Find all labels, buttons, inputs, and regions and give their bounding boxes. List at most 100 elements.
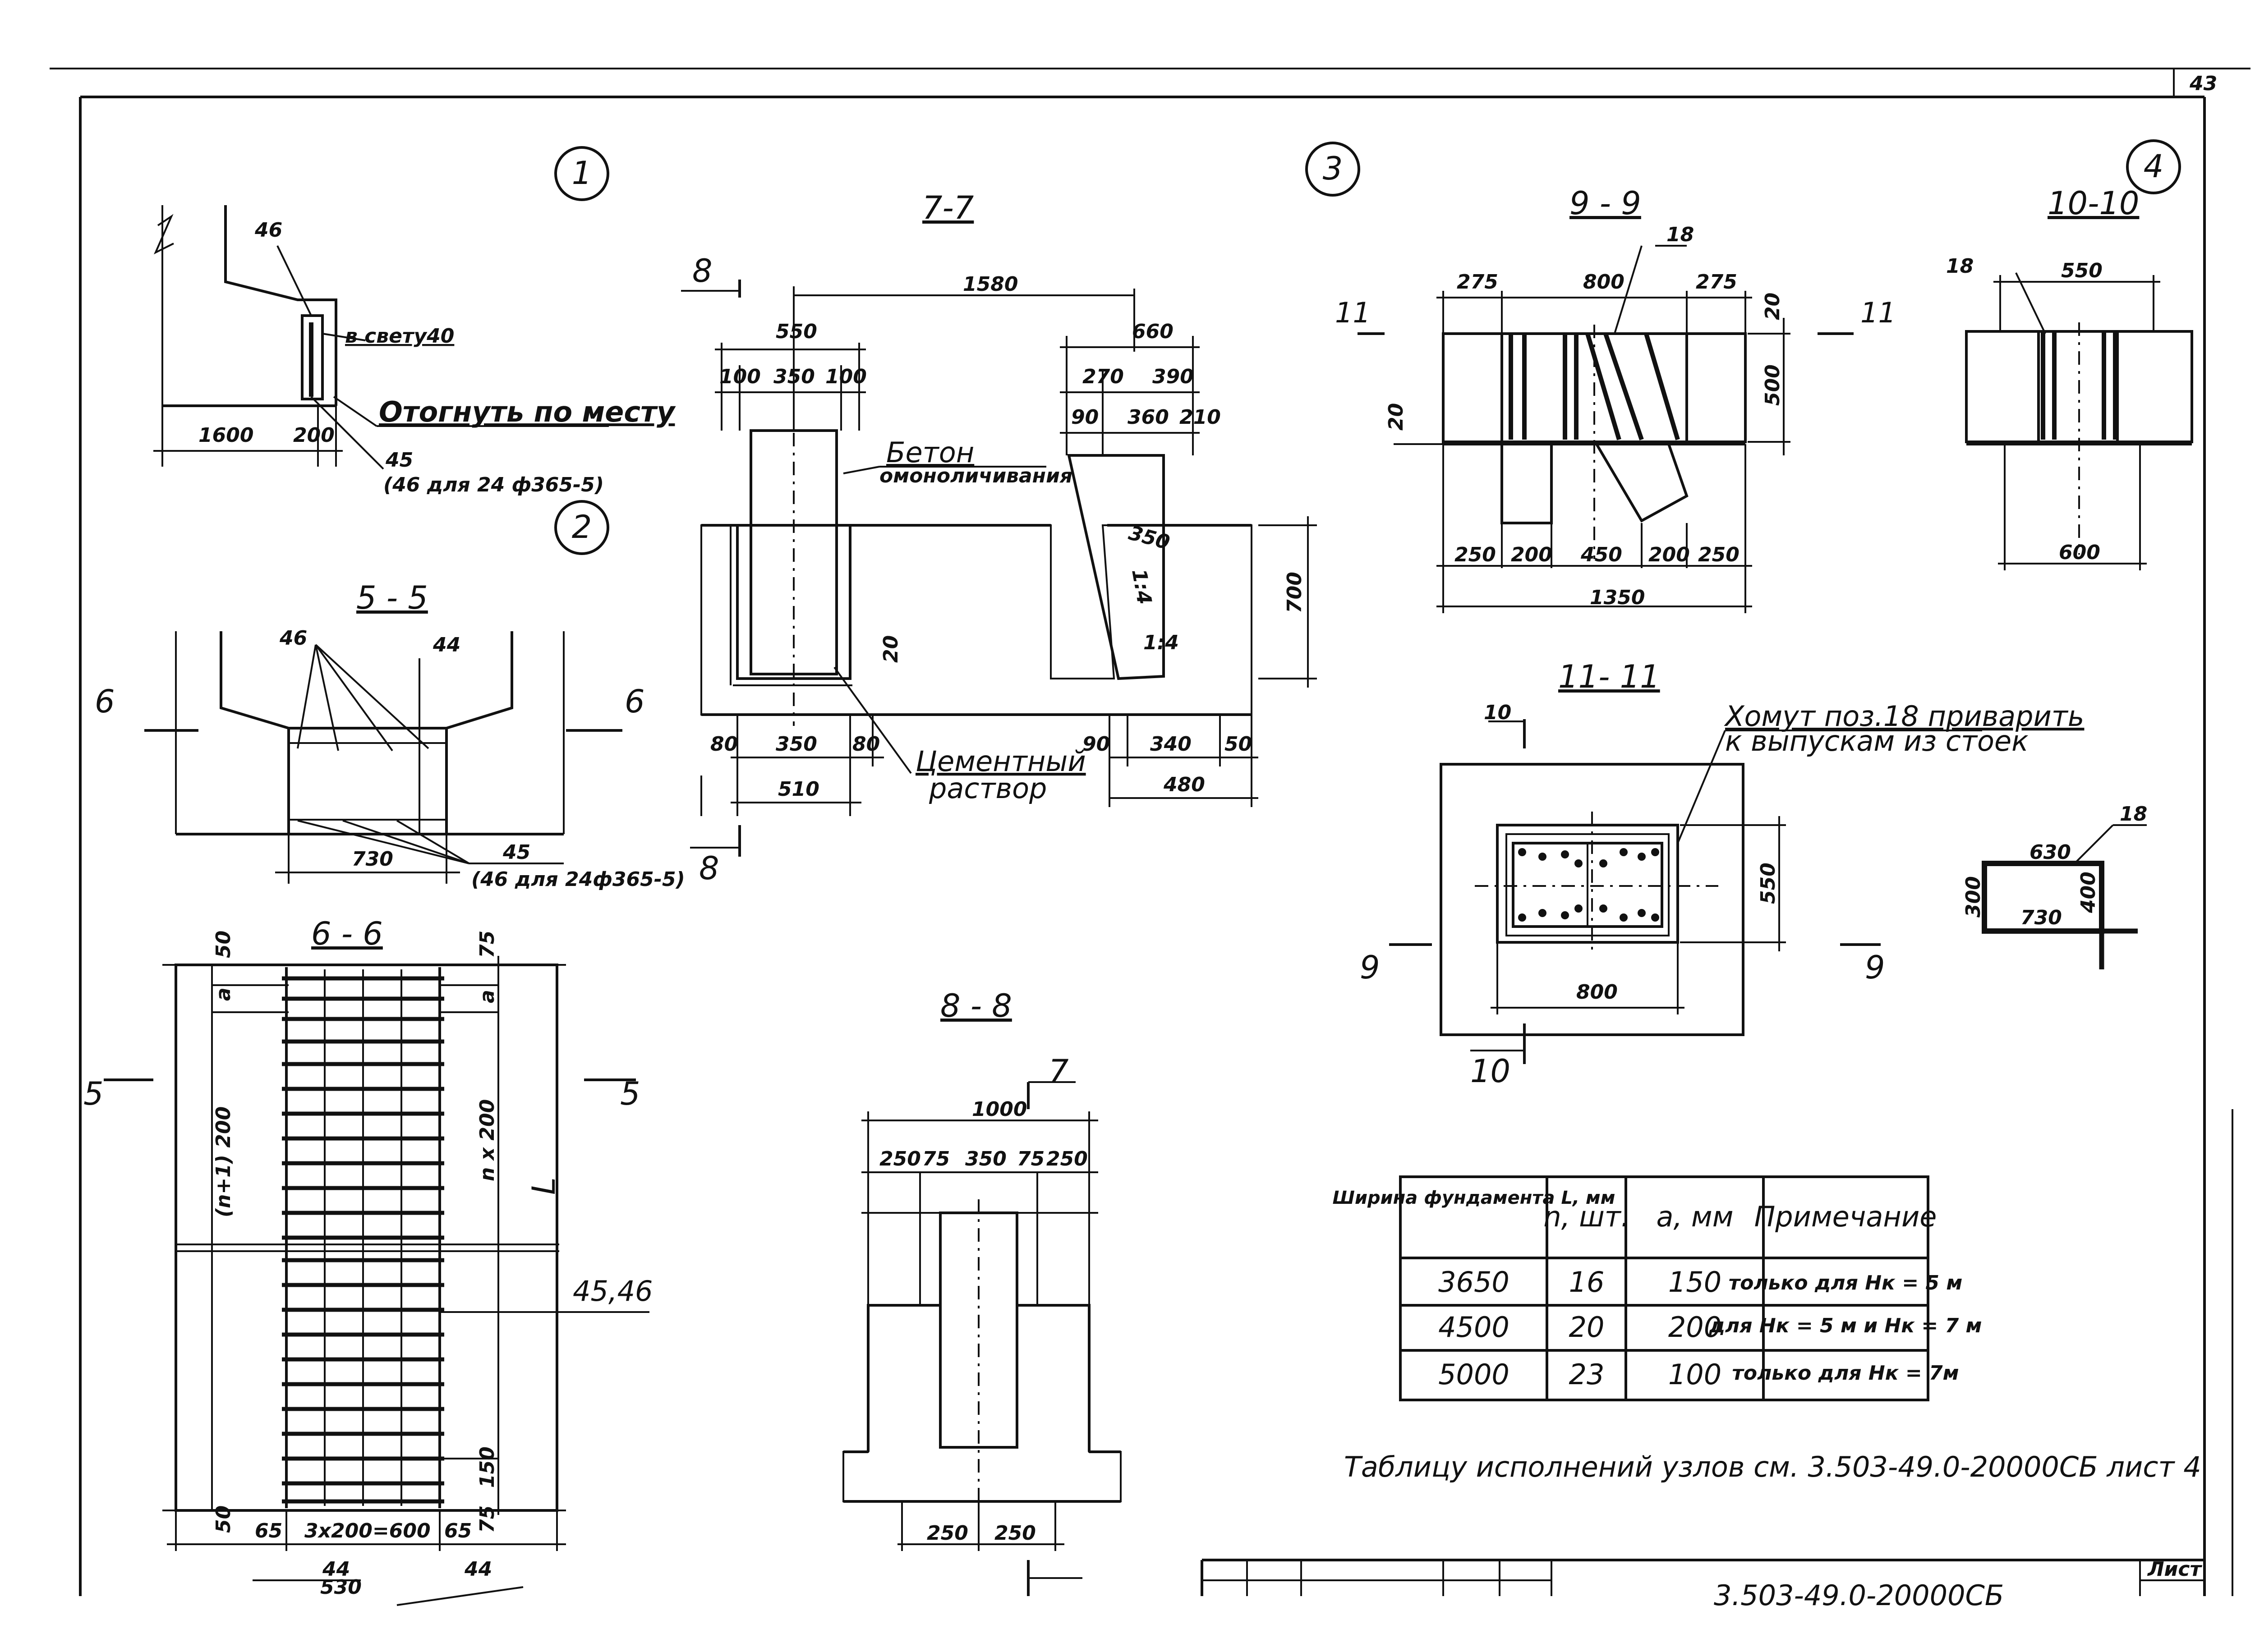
title-block-code: 3.503-49.0-20000СБ xyxy=(1714,1579,2004,1612)
section-6-6-mark-44-right: 44 xyxy=(464,1558,492,1581)
section-6-6-dim-n1-200: (n+1) 200 xyxy=(212,1106,235,1217)
section-8-8-dim-75-right: 75 xyxy=(1017,1147,1045,1170)
stud-dot xyxy=(1574,859,1583,867)
section-6-6-dim-50-bottom: 50 xyxy=(212,1505,235,1533)
table-row-2-width: 4500 xyxy=(1438,1311,1509,1344)
section-7-7-cut-bottom: 8 xyxy=(699,850,719,887)
section-6-6-cut-left: 5 xyxy=(83,1075,104,1112)
section-9-9-bottom-250-right: 250 xyxy=(1698,543,1740,566)
stud-dot xyxy=(1538,909,1546,917)
section-7-7-dim-660: 660 xyxy=(1132,320,1174,343)
section-11-11-cut-bottom: 10 xyxy=(1470,1053,1510,1090)
section-7-7-dim-80-right: 80 xyxy=(852,733,880,756)
stud-dots xyxy=(1518,848,1659,922)
stud-dot xyxy=(1574,904,1583,913)
section-7-7-dim-1580: 1580 xyxy=(963,273,1018,296)
section-6-6-dim-75-bottom: 75 xyxy=(476,1505,499,1533)
section-9-9-dim-275-left: 275 xyxy=(1457,271,1498,294)
section-7-7-dim-340: 340 xyxy=(1150,733,1192,756)
section-5-5-mark-44: 44 xyxy=(433,633,460,656)
section-7-7-dim-90-bottom: 90 xyxy=(1082,733,1110,756)
section-5-5-drawing xyxy=(144,631,622,884)
section-6-6-dim-50-top: 50 xyxy=(212,931,235,958)
section-10-10-dim-600: 600 xyxy=(2059,541,2100,564)
section-10-10-drawing xyxy=(1965,272,2193,570)
section-11-11-dim-800: 800 xyxy=(1576,981,1618,1004)
section-6-6-mark-44-left: 44 xyxy=(322,1558,350,1581)
table-row-3-width: 5000 xyxy=(1438,1358,1509,1391)
section-6-6-dim-n-200: n x 200 xyxy=(476,1099,499,1181)
section-7-7-concrete-label-2: омоноличивания xyxy=(879,464,1072,487)
node-marker-4-label: 4 xyxy=(2144,148,2164,185)
stud-dot xyxy=(1518,913,1526,922)
table-header-a: a, мм xyxy=(1657,1200,1734,1233)
section-7-7-dim-360: 360 xyxy=(1128,406,1169,429)
section-6-6-dim-150: 150 xyxy=(476,1446,499,1488)
stud-dot xyxy=(1638,909,1646,917)
node1-clear-gap: в свету40 xyxy=(345,325,454,348)
section-6-6-dim-65-right: 65 xyxy=(444,1519,472,1542)
section-8-8-dim-350: 350 xyxy=(965,1147,1007,1170)
section-7-7-dim-100a: 100 xyxy=(719,365,761,388)
section-6-6-dim-3x200: 3x200=600 xyxy=(304,1519,431,1542)
section-7-7-dim-100b: 100 xyxy=(825,365,867,388)
section-7-7-dim-550: 550 xyxy=(776,320,817,343)
section-7-7-dim-350: 350 xyxy=(773,365,815,388)
section-9-9-drawing xyxy=(1358,245,1854,613)
section-11-11-note-1: Хомут поз.18 приварить xyxy=(1724,700,2084,733)
stud-dot xyxy=(1620,913,1628,922)
section-7-7-cement-label-2: раствор xyxy=(929,772,1047,805)
stirrup-18-dim-left: 300 xyxy=(1962,876,1985,918)
section-10-10-mark-18: 18 xyxy=(1946,255,1974,278)
table-row-3-a: 100 xyxy=(1668,1358,1721,1391)
section-8-8-dim-75-left: 75 xyxy=(922,1147,950,1170)
table-row-1-n: 16 xyxy=(1569,1266,1605,1299)
section-11-11-note-2: к выпускам из стоек xyxy=(1725,725,2029,757)
node-marker-1-label: 1 xyxy=(572,155,592,192)
section-7-7-dim-80-left: 80 xyxy=(710,733,738,756)
stud-dot xyxy=(1651,848,1659,856)
node1-mark-45-note: (46 для 24 ф365-5) xyxy=(383,473,604,496)
title-block-sheet-label: Лист xyxy=(2147,1558,2202,1581)
node1-drawing xyxy=(153,205,609,470)
stud-dot xyxy=(1538,853,1546,861)
section-7-7-dim-210: 210 xyxy=(1179,406,1221,429)
node-marker-3: 3 xyxy=(1305,142,1360,197)
section-11-11-cut-left: 9 xyxy=(1360,949,1380,986)
section-5-5-width: 730 xyxy=(352,848,393,871)
section-11-11-title: 11- 11 xyxy=(1558,658,1660,695)
node1-dim-200: 200 xyxy=(293,424,335,447)
section-9-9-dim-500: 500 xyxy=(1761,364,1784,406)
section-8-8-dim-1000: 1000 xyxy=(972,1098,1027,1121)
section-6-6-dim-530: 530 xyxy=(320,1576,362,1599)
section-7-7-dim-350-bottom: 350 xyxy=(776,733,817,756)
section-6-6-cut-right: 5 xyxy=(620,1075,640,1112)
section-6-6-dim-L: L xyxy=(525,1177,562,1195)
section-6-6-mark-4546: 45,46 xyxy=(573,1275,653,1308)
stud-dot xyxy=(1599,859,1607,867)
section-9-9-dim-20-right: 20 xyxy=(1761,293,1784,320)
table-row-2-a: 200 xyxy=(1668,1311,1721,1344)
section-6-6-dim-65-left: 65 xyxy=(255,1519,282,1542)
table-row-2-n: 20 xyxy=(1569,1311,1605,1344)
section-7-7-concrete-label-1: Бетон xyxy=(886,436,974,469)
section-7-7-drawing xyxy=(681,280,1317,857)
section-6-6-dim-75-top: 75 xyxy=(476,931,499,958)
node1-bend-note: Отогнуть по месту xyxy=(379,395,676,428)
page-number: 43 xyxy=(2189,72,2217,95)
section-9-9-total-1350: 1350 xyxy=(1590,586,1645,609)
section-7-7-slope-upper: 1:4 xyxy=(1127,567,1156,606)
stud-dot xyxy=(1620,848,1628,856)
table-row-1-width: 3650 xyxy=(1438,1266,1509,1299)
section-5-5-mark-45: 45 xyxy=(502,841,530,864)
section-11-11-drawing xyxy=(1389,719,1982,1064)
section-5-5-title: 5 - 5 xyxy=(356,579,428,616)
section-8-8-title: 8 - 8 xyxy=(940,987,1012,1024)
stirrup-18-dim-right: 400 xyxy=(2077,872,2100,913)
node1-mark-46: 46 xyxy=(254,219,282,242)
section-6-6-dim-a-right: a xyxy=(476,990,499,1003)
section-8-8-dim-250-left: 250 xyxy=(879,1147,921,1170)
section-9-9-dim-20-left: 20 xyxy=(1385,403,1408,431)
table-row-1-a: 150 xyxy=(1668,1266,1721,1299)
